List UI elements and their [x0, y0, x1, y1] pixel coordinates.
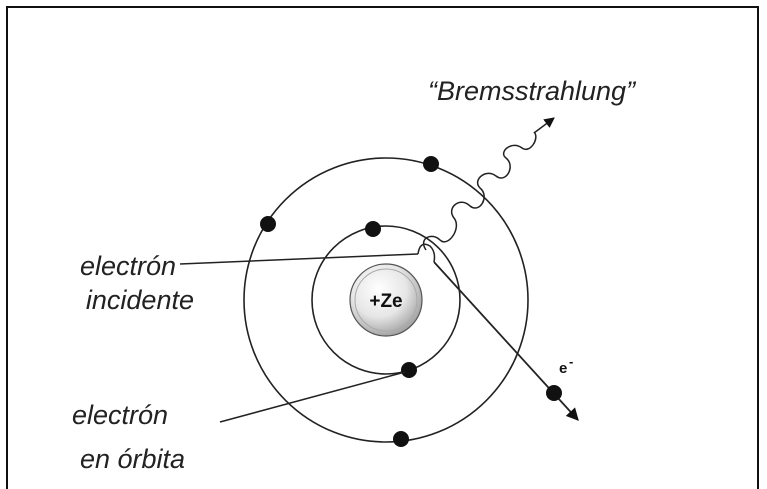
nucleus-inner-ring — [354, 268, 418, 332]
electron-outer-left — [260, 216, 276, 232]
electron-inner-bottom — [401, 362, 417, 378]
inner-orbit — [311, 225, 461, 375]
outgoing-electron-label: e — [559, 360, 567, 377]
electron-inner-top — [365, 221, 381, 237]
orbiting-electron-label-2: en órbita — [80, 444, 185, 474]
bremsstrahlung-photon — [422, 131, 537, 251]
electron-outer-top — [423, 156, 439, 172]
nucleus — [349, 263, 423, 337]
bremsstrahlung-arrow — [533, 117, 555, 134]
incident-electron-path — [179, 253, 419, 265]
bremsstrahlung-label: “Bremsstrahlung” — [428, 76, 636, 106]
nucleus-label: +Ze — [369, 291, 402, 312]
diagram-frame — [6, 6, 759, 489]
orbiting-electron-label-1: electrón — [72, 400, 168, 430]
outgoing-electron — [546, 385, 562, 401]
deflection-curve — [417, 243, 436, 263]
outgoing-electron-charge: - — [569, 354, 573, 369]
orbiting-electron-leader — [219, 371, 406, 423]
electron-outer-bottom — [393, 431, 409, 447]
incident-electron-label-1: electrón — [80, 251, 176, 281]
incident-electron-label-2: incidente — [86, 285, 194, 315]
outer-orbit — [243, 157, 529, 443]
